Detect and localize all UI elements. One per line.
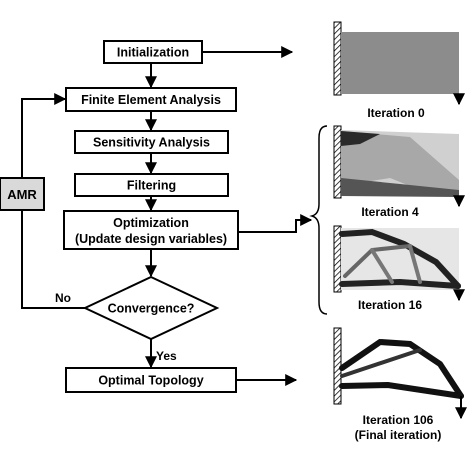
optimal-topology-label: Optimal Topology [98, 374, 203, 388]
amr-box: AMR [0, 177, 45, 211]
topology-iteration-4-mid [341, 131, 459, 196]
filtering-label: Filtering [127, 179, 176, 193]
convergence-decision: Convergence? [82, 275, 220, 341]
optimization-sublabel: (Update design variables) [75, 232, 227, 246]
topology-iteration-4-lower [341, 178, 459, 197]
iteration-0-label: Iteration 0 [367, 106, 425, 120]
wall-support [333, 125, 342, 199]
sensitivity-analysis-label: Sensitivity Analysis [93, 136, 210, 150]
wall-support [333, 21, 342, 96]
finite-element-analysis-label: Finite Element Analysis [81, 93, 221, 107]
filtering-box: Filtering [74, 173, 229, 197]
yes-label: Yes [156, 349, 177, 363]
iteration-0-panel: Iteration 0 [333, 21, 465, 120]
topology-iteration-4-upper [341, 131, 380, 146]
iteration-16-label: Iteration 16 [358, 298, 422, 312]
flow-connectors [21, 46, 313, 386]
iteration-106-label: Iteration 106 [363, 413, 434, 427]
sensitivity-analysis-box: Sensitivity Analysis [74, 130, 229, 154]
iteration-16-panel: Iteration 16 [333, 225, 465, 312]
iteration-4-panel: Iteration 4 [333, 125, 465, 219]
iteration-4-label: Iteration 4 [361, 205, 419, 219]
amr-to-fea-arrow [21, 93, 67, 178]
initialization-label: Initialization [117, 46, 189, 60]
amr-label: AMR [7, 187, 37, 202]
iteration-106-panel: Iteration 106 (Final iteration) [333, 327, 467, 442]
iteration-brace [309, 125, 328, 315]
iteration-106-note: (Final iteration) [355, 428, 442, 442]
arrow-to-intermediate-iterations [238, 214, 313, 233]
topology-iteration-0 [341, 32, 459, 94]
optimal-topology-box: Optimal Topology [65, 367, 237, 393]
finite-element-analysis-box: Finite Element Analysis [65, 87, 237, 112]
no-branch-line [21, 210, 85, 309]
optimization-label: Optimization [113, 216, 189, 230]
topology-iteration-106-members [339, 338, 464, 399]
topology-iteration-16-members [339, 228, 461, 289]
convergence-label: Convergence? [108, 302, 195, 316]
initialization-box: Initialization [103, 40, 203, 64]
no-label: No [55, 291, 71, 305]
optimization-box: Optimization (Update design variables) [63, 210, 239, 250]
